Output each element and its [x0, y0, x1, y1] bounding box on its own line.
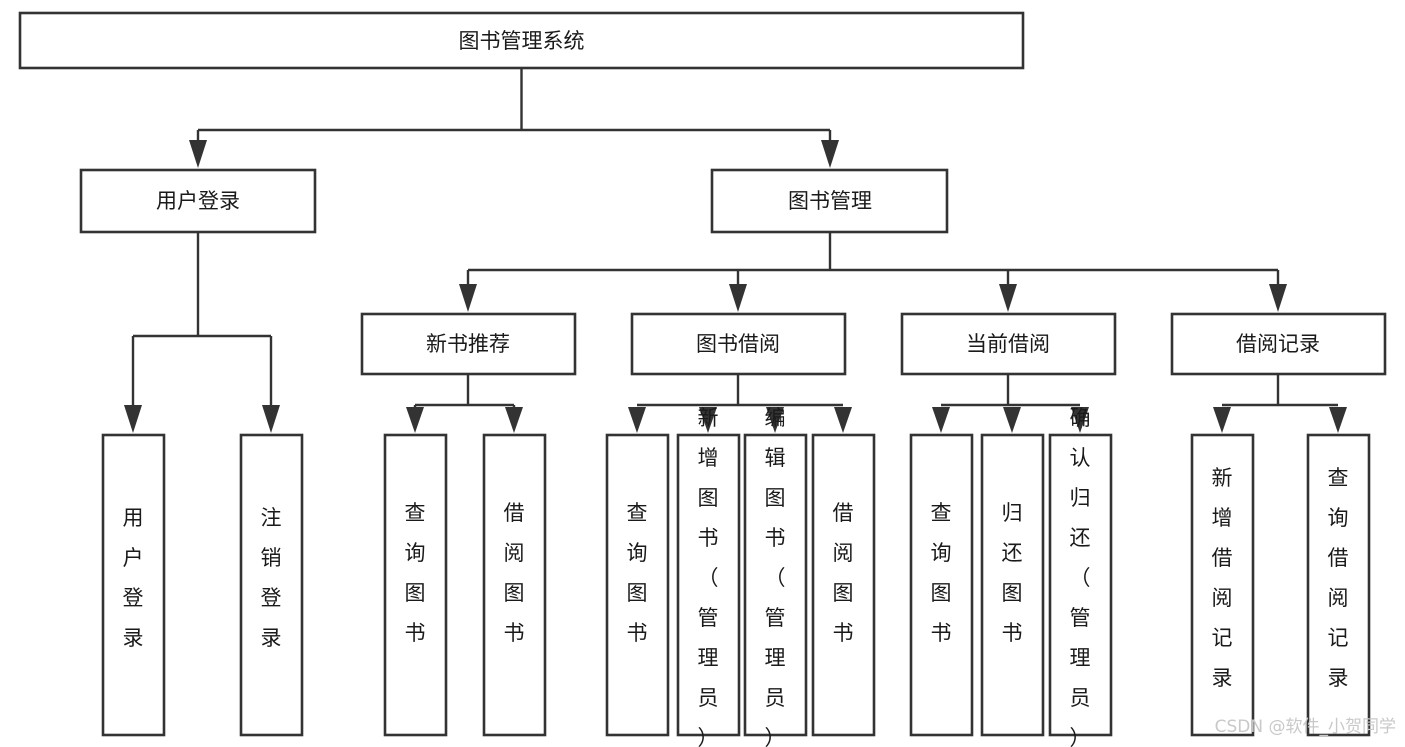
node-leaf-add-record[interactable]: 新增借阅记录	[1190, 433, 1255, 737]
node-leaf-add-book[interactable]: 新增图书（管理员）	[676, 406, 741, 747]
node-leaf-add-record-label: 新增借阅记录	[1212, 466, 1233, 690]
node-leaf-add-book-box[interactable]	[676, 433, 741, 737]
node-leaf-borrow-book-2[interactable]: 借阅图书	[811, 433, 876, 737]
arrow-head-leaf-query-book-3	[932, 407, 950, 433]
node-borrow-record[interactable]: 借阅记录	[1170, 312, 1387, 376]
node-book-manage-label: 图书管理	[788, 189, 872, 213]
arrow-head-leaf-user-logout	[262, 405, 280, 433]
node-leaf-borrow-book-2-label: 借阅图书	[833, 501, 854, 645]
arrow-head-user-login	[189, 140, 207, 168]
node-leaf-query-record-box[interactable]	[1306, 433, 1371, 737]
node-leaf-query-record-label: 查询借阅记录	[1328, 466, 1349, 690]
node-leaf-query-book-2-box[interactable]	[605, 433, 670, 737]
node-leaf-borrow-book-2-box[interactable]	[811, 433, 876, 737]
arrow-head-leaf-borrow-book-1	[505, 407, 523, 433]
node-book-borrow[interactable]: 图书借阅	[630, 312, 847, 376]
arrow-head-leaf-query-record	[1329, 407, 1347, 433]
node-borrow-record-box[interactable]	[1170, 312, 1387, 376]
node-new-book-recommend[interactable]: 新书推荐	[360, 312, 577, 376]
arrow-head-leaf-add-record	[1213, 407, 1231, 433]
csdn-watermark: CSDN @软件_小贺同学	[1215, 717, 1396, 737]
node-leaf-confirm-return[interactable]: 确认归还（管理员）	[1048, 406, 1113, 747]
arrow-head-leaf-user-login	[124, 405, 142, 433]
arrow-head-leaf-confirm-return	[1071, 407, 1089, 433]
node-book-borrow-box[interactable]	[630, 312, 847, 376]
node-new-book-recommend-label: 新书推荐	[426, 332, 510, 356]
arrow-head-current-borrow	[999, 284, 1017, 312]
node-user-login[interactable]: 用户登录	[79, 168, 317, 234]
arrow-head-leaf-add-book	[699, 407, 717, 433]
node-leaf-borrow-book-1[interactable]: 借阅图书	[482, 433, 547, 737]
node-book-borrow-label: 图书借阅	[696, 332, 780, 356]
node-root-label: 图书管理系统	[459, 29, 585, 53]
node-leaf-user-login-box[interactable]	[101, 433, 166, 737]
node-leaf-query-book-3-label: 查询图书	[931, 501, 952, 645]
node-leaf-query-book-2-label: 查询图书	[627, 501, 648, 645]
arrow-head-borrow-record	[1269, 284, 1287, 312]
node-leaf-borrow-book-1-label: 借阅图书	[504, 501, 525, 645]
node-leaf-query-book-3[interactable]: 查询图书	[909, 433, 974, 737]
node-leaf-add-book-label: 新增图书（管理员）	[698, 406, 719, 747]
node-leaf-user-logout-box[interactable]	[239, 433, 304, 737]
node-leaf-return-book-box[interactable]	[980, 433, 1045, 737]
arrow-head-leaf-edit-book	[766, 407, 784, 433]
node-leaf-add-record-box[interactable]	[1190, 433, 1255, 737]
leaf-node-layer: 用户登录 注销登录 查询图书 借阅图书 查询图书 新增图书（管理员）	[101, 406, 1371, 747]
node-leaf-confirm-return-box[interactable]	[1048, 433, 1113, 737]
node-leaf-edit-book-box[interactable]	[743, 433, 808, 737]
arrow-head-book-borrow	[729, 284, 747, 312]
node-leaf-query-book-1-box[interactable]	[383, 433, 448, 737]
node-leaf-return-book[interactable]: 归还图书	[980, 433, 1045, 737]
node-root[interactable]: 图书管理系统	[18, 11, 1025, 70]
node-leaf-edit-book[interactable]: 编辑图书（管理员）	[743, 406, 808, 747]
arrow-head-book-manage	[821, 140, 839, 168]
node-current-borrow-box[interactable]	[900, 312, 1117, 376]
node-leaf-query-book-1[interactable]: 查询图书	[383, 433, 448, 737]
arrow-head-leaf-borrow-book-2	[834, 407, 852, 433]
node-leaf-edit-book-label: 编辑图书（管理员）	[765, 406, 786, 747]
node-leaf-query-book-2[interactable]: 查询图书	[605, 433, 670, 737]
node-leaf-user-login-label: 用户登录	[123, 506, 144, 650]
arrow-head-new-book-recommend	[459, 284, 477, 312]
node-user-login-box[interactable]	[79, 168, 317, 234]
node-leaf-user-login[interactable]: 用户登录	[101, 433, 166, 737]
node-current-borrow-label: 当前借阅	[966, 332, 1050, 356]
arrow-head-leaf-query-book-1	[406, 407, 424, 433]
node-leaf-confirm-return-label: 确认归还（管理员）	[1070, 406, 1091, 747]
node-borrow-record-label: 借阅记录	[1236, 332, 1320, 356]
node-leaf-borrow-book-1-box[interactable]	[482, 433, 547, 737]
node-root-box[interactable]	[18, 11, 1025, 70]
node-leaf-return-book-label: 归还图书	[1002, 501, 1023, 645]
node-leaf-user-logout[interactable]: 注销登录	[239, 433, 304, 737]
node-current-borrow[interactable]: 当前借阅	[900, 312, 1117, 376]
node-new-book-recommend-box[interactable]	[360, 312, 577, 376]
arrow-head-leaf-return-book	[1003, 407, 1021, 433]
node-leaf-query-book-1-label: 查询图书	[405, 501, 426, 645]
node-book-manage-box[interactable]	[710, 168, 949, 234]
arrow-head-leaf-query-book-2	[628, 407, 646, 433]
node-user-login-label: 用户登录	[156, 189, 240, 213]
node-book-manage[interactable]: 图书管理	[710, 168, 949, 234]
node-leaf-query-book-3-box[interactable]	[909, 433, 974, 737]
node-leaf-query-record[interactable]: 查询借阅记录	[1306, 433, 1371, 737]
connector-layer	[124, 68, 1347, 433]
node-leaf-user-logout-label: 注销登录	[261, 506, 282, 650]
